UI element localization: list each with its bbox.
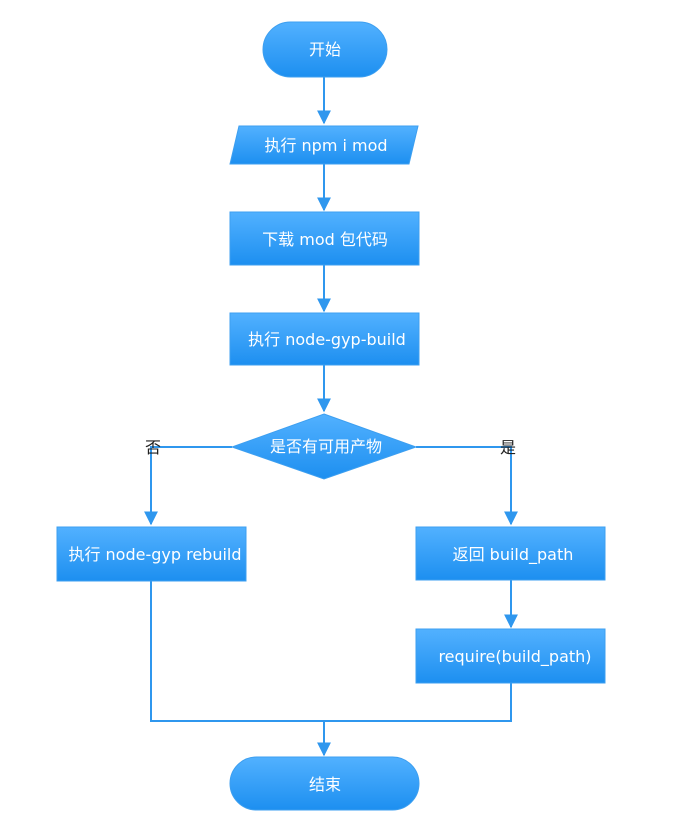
edge-decision-yes-to-return: [416, 446, 518, 526]
node-return-path-label: 返回 build_path: [453, 545, 574, 565]
node-download: 下载 mod 包代码: [229, 211, 420, 266]
node-npm-install-label: 执行 npm i mod: [264, 136, 387, 155]
node-start: 开始: [262, 21, 388, 78]
node-start-label: 开始: [309, 40, 341, 59]
node-require-path-label: require(build_path): [438, 647, 591, 667]
branch-label-yes: 是: [500, 438, 516, 457]
node-npm-install: 执行 npm i mod: [229, 125, 419, 165]
edges: [144, 77, 518, 757]
node-end-label: 结束: [309, 775, 341, 794]
node-decision: 是否有可用产物: [230, 413, 418, 480]
node-return-path: 返回 build_path: [415, 526, 606, 581]
edge-decision-no-to-rebuild: [144, 446, 232, 526]
node-require-path: require(build_path): [415, 628, 606, 684]
node-gyp-build: 执行 node-gyp-build: [229, 312, 420, 366]
branch-label-no: 否: [145, 438, 161, 457]
node-download-label: 下载 mod 包代码: [262, 230, 388, 249]
node-gyp-rebuild-label: 执行 node-gyp rebuild: [68, 545, 241, 564]
node-end: 结束: [229, 756, 420, 811]
node-gyp-build-label: 执行 node-gyp-build: [248, 330, 406, 349]
node-gyp-rebuild: 执行 node-gyp rebuild: [56, 526, 247, 582]
edge-require-to-merge: [324, 683, 512, 722]
edge-rebuild-to-merge: [150, 581, 324, 722]
node-decision-label: 是否有可用产物: [270, 437, 382, 456]
